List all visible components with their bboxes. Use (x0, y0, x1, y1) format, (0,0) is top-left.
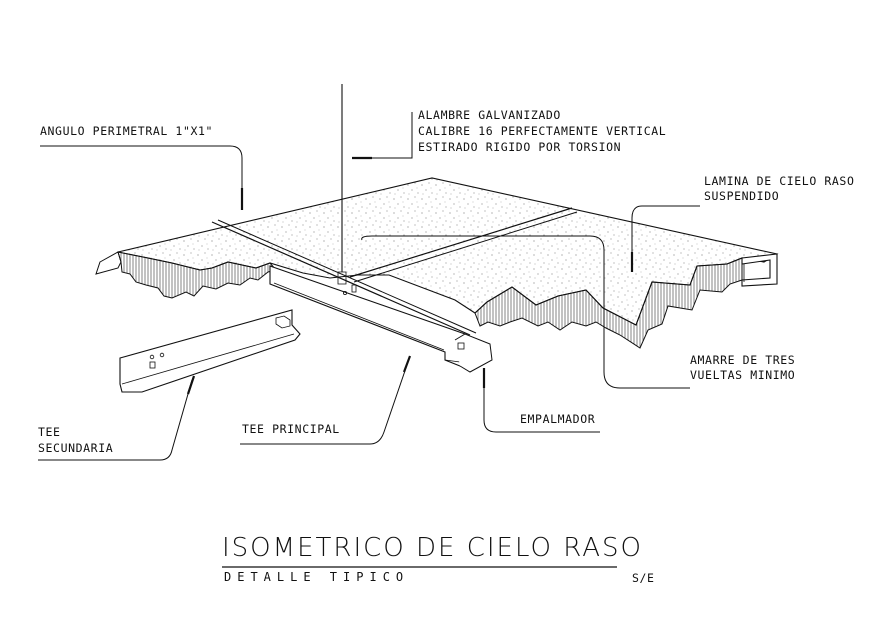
drawing-scale: S/E (632, 571, 655, 585)
label-amarre-line2: VUELTAS MINIMO (690, 368, 796, 382)
label-lamina-line1: LAMINA DE CIELO RASO (704, 174, 855, 188)
perimeter-angle-right (741, 253, 778, 287)
label-lamina-line2: SUSPENDIDO (704, 189, 780, 203)
drawing-title: ISOMETRICO DE CIELO RASO (222, 533, 644, 563)
label-alambre-line3: ESTIRADO RIGIDO POR TORSION (418, 140, 622, 154)
label-amarre-line1: AMARRE DE TRES (690, 353, 796, 367)
panel-edge-left (117, 251, 277, 299)
label-tee-principal: TEE PRINCIPAL (242, 422, 340, 436)
label-alambre-line2: CALIBRE 16 PERFECTAMENTE VERTICAL (418, 124, 667, 138)
panel-edge-right (474, 257, 743, 349)
label-tee-secundaria-line2: SECUNDARIA (38, 441, 114, 455)
drawing-subtitle: DETALLE TIPICO (224, 570, 410, 584)
secondary-tee-profile (119, 309, 301, 393)
label-alambre-line1: ALAMBRE GALVANIZADO (418, 108, 561, 122)
label-empalmador: EMPALMADOR (520, 412, 596, 426)
label-angulo-perimetral: ANGULO PERIMETRAL 1"X1" (40, 124, 214, 138)
label-tee-secundaria-line1: TEE (38, 425, 61, 439)
